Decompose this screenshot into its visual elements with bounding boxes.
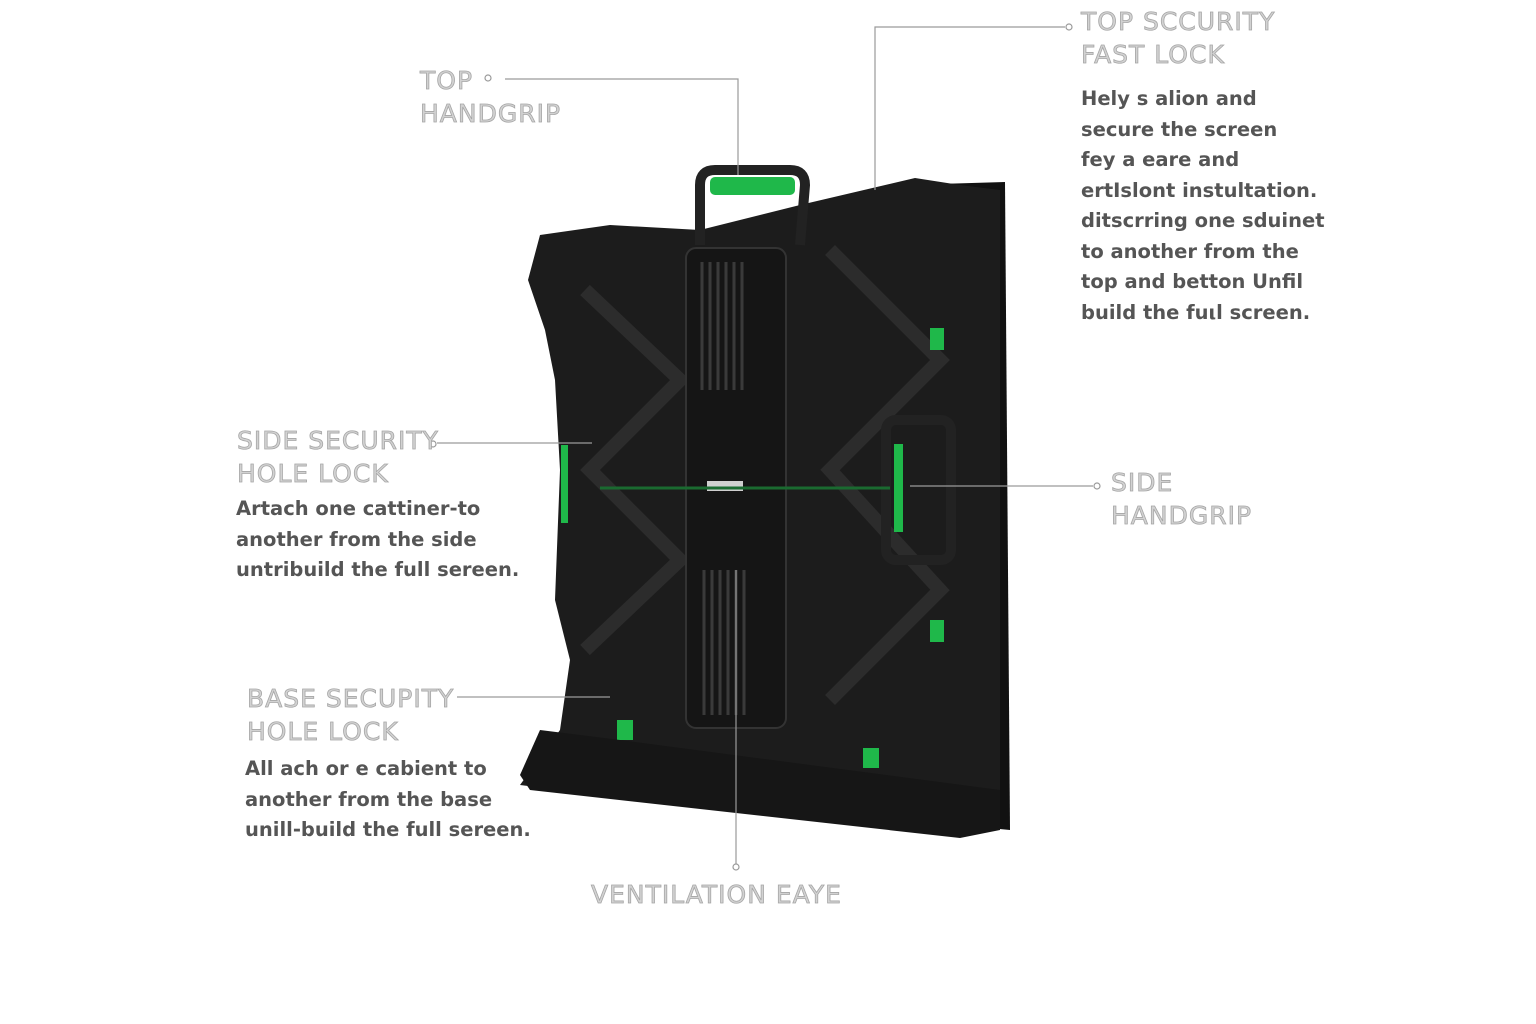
side-security-title: SIDE SECURITY HOLE LOCK <box>237 426 439 489</box>
leader-dot-side-security <box>429 440 437 448</box>
leader-top-handgrip <box>505 78 739 175</box>
top-security-description: Hely s alion and secure the screen fey a… <box>1081 87 1325 324</box>
side-lock-green-left <box>561 445 568 523</box>
leader-dot-top-security <box>1065 23 1073 31</box>
top-handgrip-green <box>710 177 795 195</box>
side-handgrip-green <box>894 444 903 532</box>
leader-top-security <box>874 26 1065 190</box>
leader-dot-top-handgrip <box>484 74 492 82</box>
lock-green-2 <box>930 620 944 642</box>
lock-green-1 <box>930 328 944 350</box>
side-handgrip-title: SIDE HANDGRIP <box>1111 468 1253 531</box>
brand-label <box>707 481 743 491</box>
base-rail <box>520 730 1000 838</box>
side-security-description: Artach one cattiner-to another from the … <box>236 497 520 581</box>
top-security-title: TOP SCCURITY FAST LOCK <box>1081 7 1276 70</box>
leader-dot-ventilation <box>732 863 740 871</box>
leader-dot-side-handgrip <box>1093 482 1101 490</box>
base-lock-green-1 <box>617 720 633 740</box>
vent-grille-top <box>700 262 744 390</box>
base-security-description: All ach or e cabient to another from the… <box>245 757 531 841</box>
top-handgrip-title: TOP HANDGRIP <box>420 66 562 129</box>
top-handgrip <box>695 165 811 246</box>
base-lock-green-2 <box>863 748 879 768</box>
base-security-title: BASE SECUPITY HOLE LOCK <box>247 684 455 747</box>
cabinet-ribs-left <box>580 284 691 656</box>
side-handgrip <box>881 415 956 565</box>
ventilation-title: VENTILATION EAYE <box>591 880 842 910</box>
cabinet-ribs-right <box>820 245 950 705</box>
leader-lines <box>429 23 1101 871</box>
